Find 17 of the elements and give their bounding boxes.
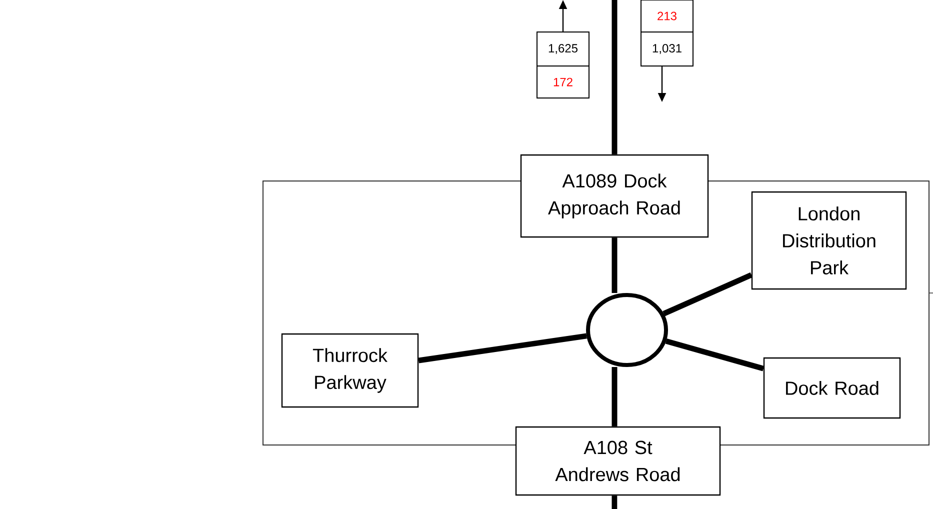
road-box: A1089 Dock Approach Road (520, 154, 709, 238)
destination-box: London Distribution Park (751, 191, 907, 290)
road-line (612, 0, 618, 154)
road-box: Thurrock Parkway (281, 333, 419, 408)
count-box: 172 (536, 66, 590, 98)
count-box: 1,625 (536, 32, 590, 66)
road-line (418, 333, 587, 364)
road-line (612, 367, 618, 426)
count-box: 213 (640, 0, 694, 32)
road-line (665, 338, 764, 372)
roundabout-circle (586, 293, 668, 367)
count-box: 1,031 (640, 32, 694, 66)
road-box: Dock Road (763, 357, 901, 419)
road-line (662, 272, 753, 316)
road-box: A108 St Andrews Road (515, 426, 721, 496)
road-line (612, 496, 618, 509)
road-line (612, 238, 618, 293)
